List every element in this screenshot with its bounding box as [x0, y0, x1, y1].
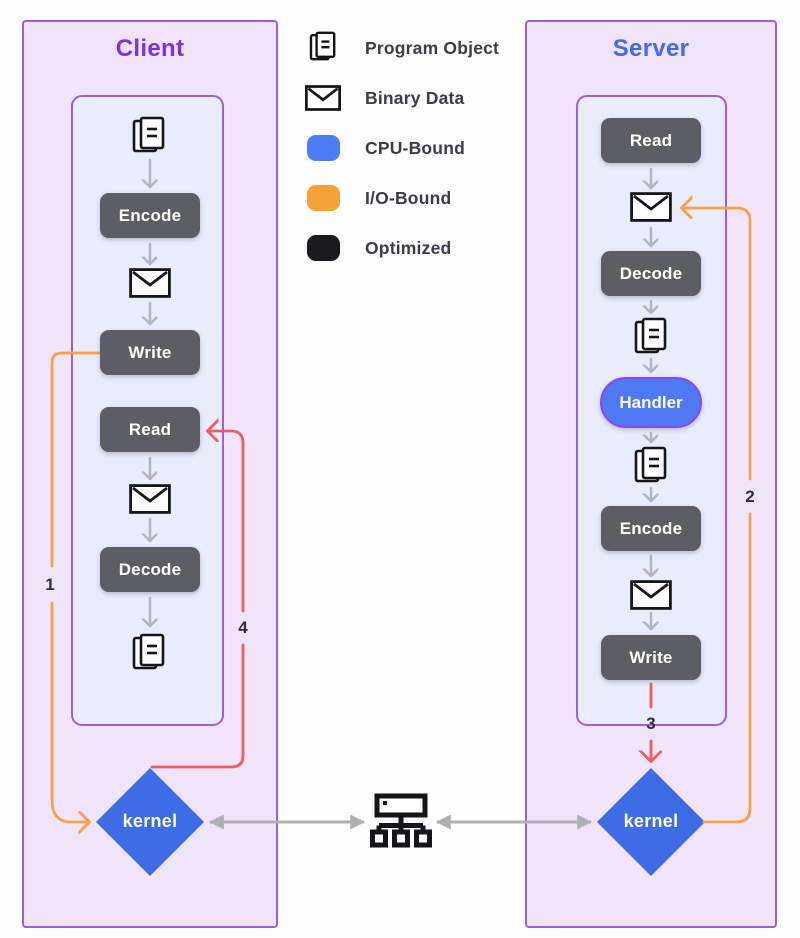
client-decode-node: Decode — [100, 547, 200, 592]
server-title: Server — [612, 35, 690, 62]
legend-item-program-object: Program Object — [300, 23, 499, 73]
legend-item-binary-data: Binary Data — [300, 73, 499, 123]
legend-label: CPU-Bound — [365, 137, 465, 158]
client-encode-node: Encode — [100, 193, 200, 238]
legend-item-optimized: Optimized — [300, 223, 499, 273]
client-write-node: Write — [100, 330, 200, 375]
client-kernel-label: kernel — [122, 811, 178, 831]
server-kernel-to-binary-path-end — [682, 208, 752, 481]
client-kernel-diamond — [96, 768, 204, 876]
server-decode-node: Decode — [601, 251, 701, 296]
binary-data-icon — [129, 484, 171, 514]
legend-label: Binary Data — [365, 87, 465, 108]
binary-data-icon — [129, 268, 171, 298]
cpu-bound-swatch — [300, 135, 346, 161]
server-read-node: Read — [601, 118, 701, 163]
server-kernel-diamond — [597, 768, 705, 876]
server-handler-node: Handler — [600, 377, 702, 428]
legend-label: Optimized — [365, 237, 452, 258]
client-title: Client — [115, 35, 185, 62]
flow-step-1-label: 1 — [45, 575, 55, 594]
legend: Program Object Binary Data CPU-Bound I/O… — [300, 23, 499, 273]
legend-label: I/O-Bound — [365, 187, 452, 208]
flow-step-4-label: 4 — [238, 618, 248, 637]
program-object-icon — [300, 29, 346, 67]
program-object-icon — [631, 316, 671, 360]
legend-item-cpu-bound: CPU-Bound — [300, 123, 499, 173]
program-object-icon — [631, 445, 671, 489]
legend-label: Program Object — [365, 37, 500, 58]
client-kernel-to-read-path-end — [208, 431, 245, 613]
binary-data-icon — [630, 192, 672, 222]
program-object-icon — [129, 632, 169, 676]
io-bound-swatch — [300, 185, 346, 211]
binary-data-icon — [300, 85, 346, 111]
flow-step-2-label: 2 — [745, 487, 755, 506]
client-write-to-kernel-path-end — [50, 601, 89, 822]
binary-data-icon — [630, 580, 672, 610]
server-kernel-to-binary-path — [702, 512, 752, 824]
server-encode-node: Encode — [601, 506, 701, 551]
server-kernel-label: kernel — [623, 811, 679, 831]
server-write-node: Write — [601, 635, 701, 680]
legend-item-io-bound: I/O-Bound — [300, 173, 499, 223]
network-hub-icon — [369, 792, 433, 852]
flow-step-3-label: 3 — [646, 714, 656, 733]
program-object-icon — [129, 115, 169, 159]
client-write-to-kernel-path — [50, 351, 102, 568]
optimized-swatch — [300, 235, 346, 261]
client-read-node: Read — [100, 407, 200, 452]
client-kernel-to-read-path — [150, 643, 245, 769]
